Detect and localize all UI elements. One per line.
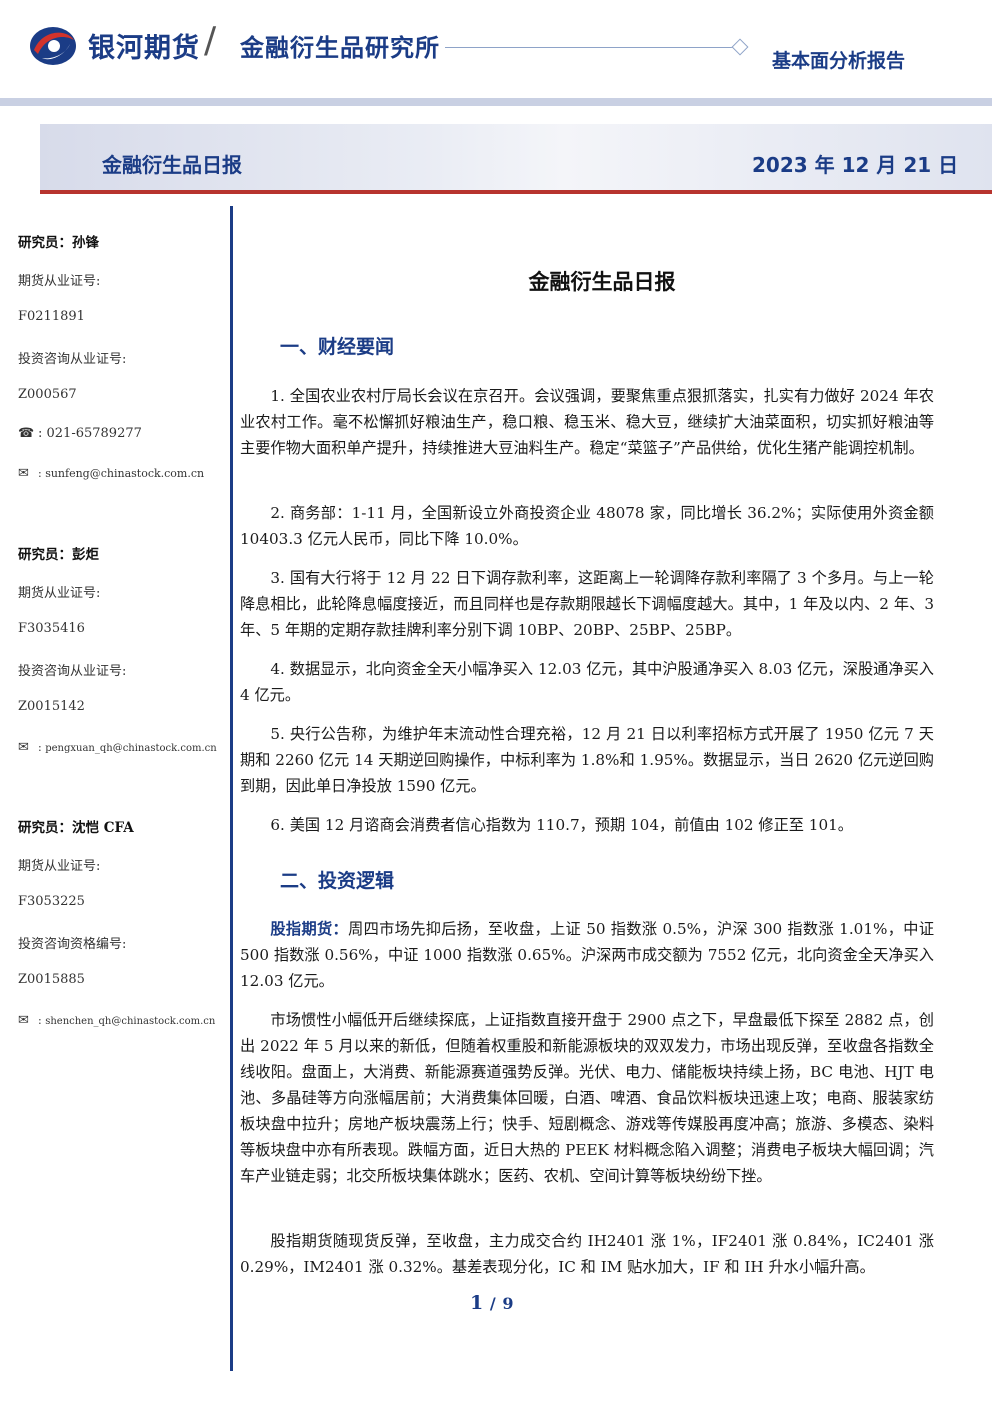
news-item: 3. 国有大行将于 12 月 22 日下调存款利率，这距离上一轮调降存款利率隔了… xyxy=(240,569,934,639)
logic-lead-label: 股指期货 xyxy=(270,920,333,938)
header-separator: / xyxy=(204,20,217,61)
email-link[interactable]: sunfeng@chinastock.com.cn xyxy=(45,467,205,480)
cert-label: 期货从业证号: xyxy=(18,586,101,601)
header-band xyxy=(0,98,992,106)
phone-icon: ☎ xyxy=(18,426,35,441)
email-link[interactable]: shenchen_qh@chinastock.com.cn xyxy=(45,1016,216,1027)
current-page: 1 xyxy=(470,1292,484,1314)
title-bar-accent xyxy=(40,190,992,194)
news-item: 5. 央行公告称，为维护年末流动性合理充裕，12 月 21 日以利率招标方式开展… xyxy=(240,725,934,795)
consult-value: Z0015885 xyxy=(18,972,85,987)
page-header: 银河期货 / 金融衍生品研究所 基本面分析报告 xyxy=(0,0,992,100)
consult-label: 投资咨询资格编号: xyxy=(18,937,127,952)
report-date: 2023 年 12 月 21 日 xyxy=(752,153,959,177)
logic-text: 周四市场先抑后扬，至收盘，上证 50 指数涨 0.5%，沪深 300 指数涨 1… xyxy=(240,920,935,990)
page-number: 1 / 9 xyxy=(470,1292,513,1314)
logic-paragraph: 股指期货随现货反弹，至收盘，主力成交合约 IH2401 涨 1%，IF2401 … xyxy=(240,1232,934,1276)
logic-lead-colon: ： xyxy=(332,920,349,938)
sidebar-divider xyxy=(230,206,233,1371)
cert-label: 期货从业证号: xyxy=(18,274,101,289)
consult-value: Z0015142 xyxy=(18,699,85,714)
cert-value: F0211891 xyxy=(18,309,85,324)
mail-icon: ✉ xyxy=(18,466,29,481)
mail-icon: ✉ xyxy=(18,740,29,755)
title-bar xyxy=(40,124,992,194)
email-row: ✉: sunfeng@chinastock.com.cn xyxy=(18,466,205,481)
news-item: 2. 商务部：1-11 月，全国新设立外商投资企业 48078 家，同比增长 3… xyxy=(240,504,934,548)
section-heading-logic: 二、投资逻辑 xyxy=(280,870,395,892)
report-type: 基本面分析报告 xyxy=(772,50,906,72)
email-link[interactable]: pengxuan_qh@chinastock.com.cn xyxy=(45,743,217,754)
logic-paragraph: 股指期货：周四市场先抑后扬，至收盘，上证 50 指数涨 0.5%，沪深 300 … xyxy=(240,916,934,994)
page-separator: / xyxy=(489,1294,496,1313)
document-title: 金融衍生品日报 xyxy=(528,270,676,294)
institute-name: 金融衍生品研究所 xyxy=(240,34,440,62)
brand-name: 银河期货 xyxy=(88,33,200,64)
header-rule xyxy=(445,47,733,48)
email-row: ✉: pengxuan_qh@chinastock.com.cn xyxy=(18,740,217,755)
logic-paragraph: 市场惯性小幅低开后继续探底，上证指数直接开盘于 2900 点之下，早盘最低下探至… xyxy=(240,1011,934,1185)
news-item: 1. 全国农业农村厅局长会议在京召开。会议强调，要聚焦重点狠抓落实，扎实有力做好… xyxy=(240,387,934,457)
analyst-name: 研究员：彭炬 xyxy=(18,547,99,563)
consult-value: Z000567 xyxy=(18,387,77,402)
analyst-name: 研究员：沈恺 CFA xyxy=(18,820,134,836)
cert-label: 期货从业证号: xyxy=(18,859,101,874)
consult-label: 投资咨询从业证号: xyxy=(18,352,127,367)
email-row: ✉: shenchen_qh@chinastock.com.cn xyxy=(18,1013,216,1028)
cert-value: F3035416 xyxy=(18,621,85,636)
galaxy-logo-icon xyxy=(30,27,76,65)
total-pages: 9 xyxy=(502,1294,514,1313)
consult-label: 投资咨询从业证号: xyxy=(18,664,127,679)
news-item: 4. 数据显示，北向资金全天小幅净买入 12.03 亿元，其中沪股通净买入 8.… xyxy=(240,660,934,704)
phone-row: ☎: 021-65789277 xyxy=(18,426,142,441)
news-item: 6. 美国 12 月谘商会消费者信心指数为 110.7，预期 104，前值由 1… xyxy=(270,816,853,834)
cert-value: F3053225 xyxy=(18,894,85,909)
diamond-ornament-icon xyxy=(731,38,749,56)
analyst-name: 研究员：孙锋 xyxy=(18,235,99,251)
report-title: 金融衍生品日报 xyxy=(102,153,242,177)
phone-number: 021-65789277 xyxy=(46,426,142,441)
section-heading-news: 一、财经要闻 xyxy=(280,336,395,358)
mail-icon: ✉ xyxy=(18,1013,29,1028)
